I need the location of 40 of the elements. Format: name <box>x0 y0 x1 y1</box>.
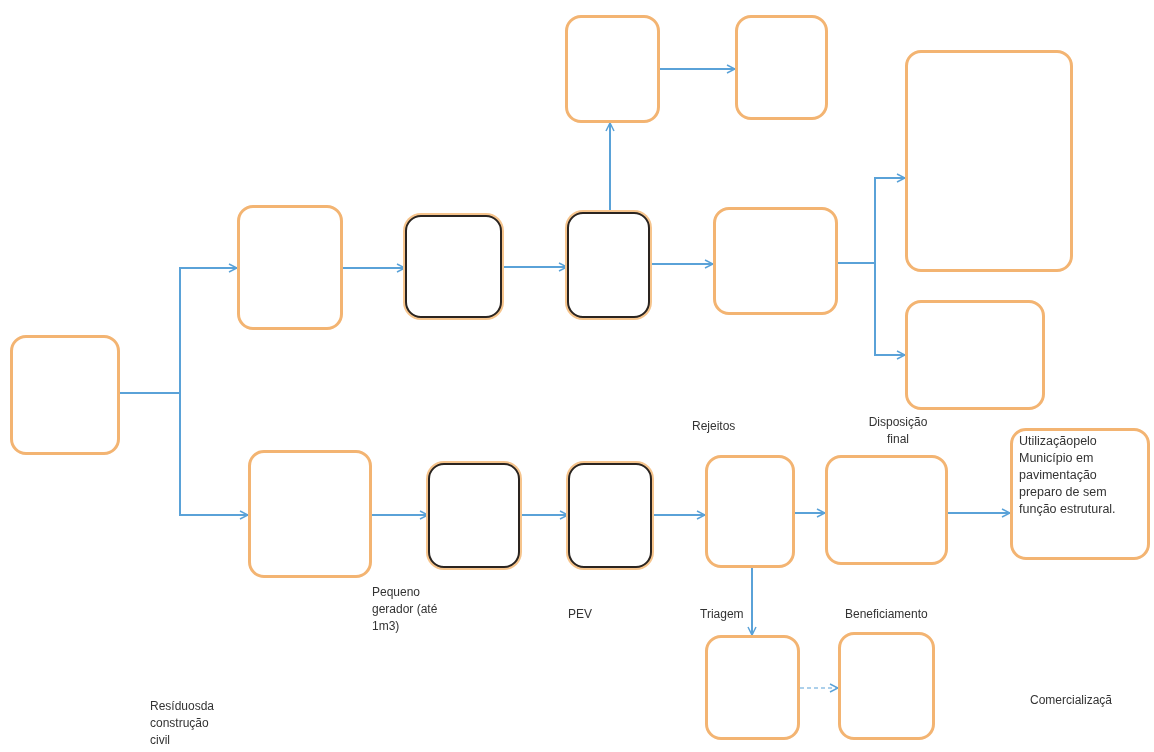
arrow <box>794 508 826 518</box>
empty-box <box>838 632 935 740</box>
text-label: Resíduosda construção civil <box>150 698 216 749</box>
text-label: PEV <box>568 606 593 623</box>
process-box <box>1010 428 1150 560</box>
arrow <box>659 64 736 74</box>
empty-box <box>10 335 120 455</box>
empty-box <box>713 207 838 315</box>
empty-box <box>405 215 502 318</box>
arrow <box>649 259 714 269</box>
empty-box <box>735 15 828 120</box>
empty-box <box>565 15 660 123</box>
empty-box <box>428 463 520 568</box>
empty-box <box>705 455 795 568</box>
empty-box <box>567 212 650 318</box>
arrow <box>342 263 406 273</box>
empty-box <box>248 450 372 578</box>
empty-box <box>905 300 1045 410</box>
arrow <box>799 683 839 693</box>
empty-box <box>237 205 343 330</box>
empty-box <box>705 635 800 740</box>
empty-box <box>905 50 1073 272</box>
text-label: Pequeno gerador (até 1m3) <box>372 584 439 635</box>
arrow <box>837 262 906 360</box>
arrow <box>501 262 568 272</box>
empty-box <box>825 455 948 565</box>
arrow <box>119 392 249 520</box>
box-text: Utilizaçãopelo Município em pavimentação preparo de sem função estrutural. <box>1018 433 1117 518</box>
empty-box <box>568 463 652 568</box>
text-label: Rejeitos <box>692 418 737 435</box>
text-label: Beneficiamento <box>845 606 929 623</box>
arrow <box>947 508 1011 518</box>
text-label: Comercializaçã <box>1030 692 1114 709</box>
arrow <box>651 510 706 520</box>
arrow <box>747 567 757 636</box>
arrow <box>605 122 615 213</box>
arrow <box>371 510 429 520</box>
text-label: Triagem <box>700 606 745 623</box>
text-label: Disposição final <box>867 414 929 448</box>
arrow <box>519 510 569 520</box>
